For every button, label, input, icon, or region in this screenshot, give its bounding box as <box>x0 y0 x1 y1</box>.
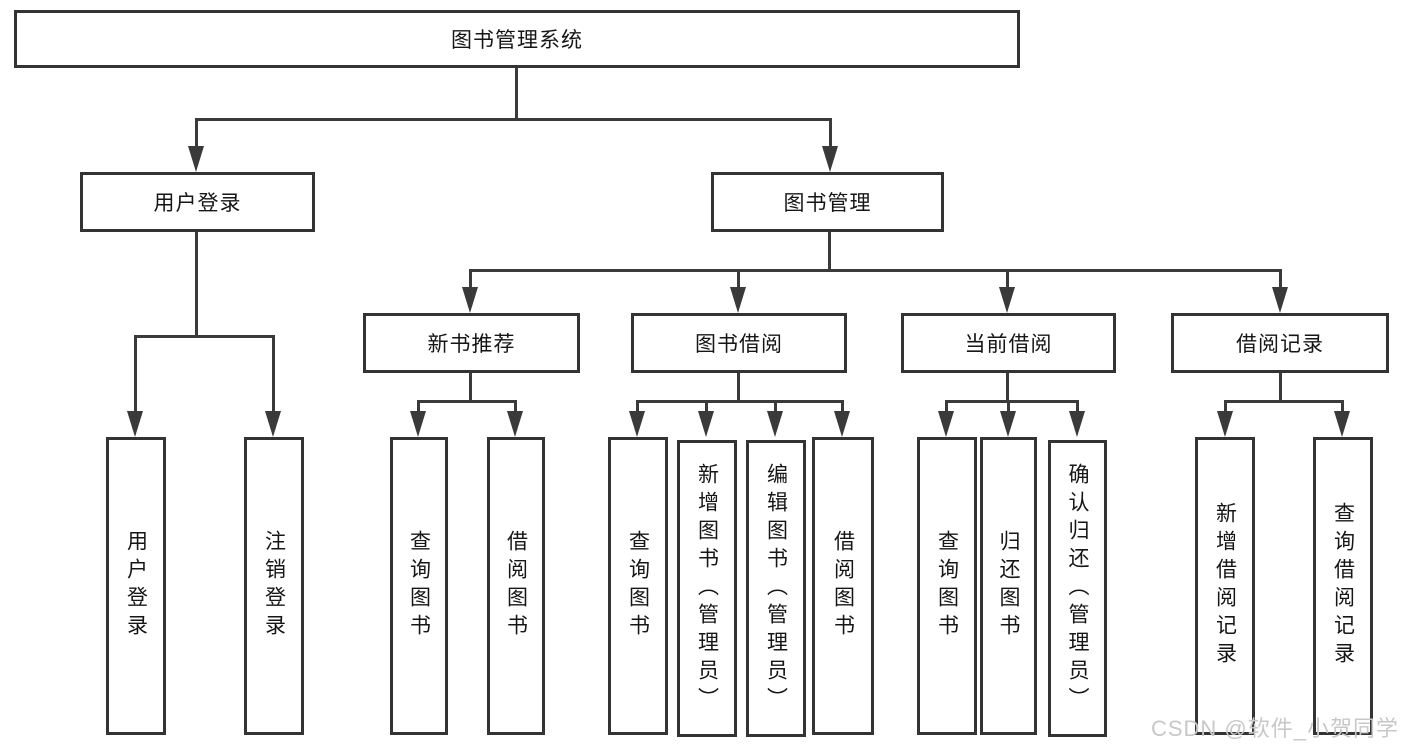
connector-borrowing-leg-3 <box>774 400 777 417</box>
connector-recommend-leg-2 <box>514 400 517 417</box>
leaf-add-borrow-record: 新增借阅记录 <box>1195 437 1255 735</box>
arrow-down-icon <box>127 411 143 437</box>
arrow-down-icon <box>938 411 954 437</box>
leaf-borrow-books-label: 借阅图书 <box>831 530 855 642</box>
node-book-borrowing-label: 图书借阅 <box>695 333 783 356</box>
leaf-query-books-borrowing: 查询图书 <box>608 437 668 735</box>
connector-book-mgmt-leg-2 <box>737 269 740 291</box>
arrow-down-icon <box>1334 411 1350 437</box>
node-library-system-label: 图书管理系统 <box>451 29 583 52</box>
arrow-down-icon <box>1000 411 1016 437</box>
leaf-query-borrow-record-label: 查询借阅记录 <box>1331 502 1355 670</box>
connector-book-mgmt-leg-4 <box>1279 269 1282 291</box>
node-user-login: 用户登录 <box>80 172 315 232</box>
connector-records-stem <box>1279 373 1282 403</box>
connector-records-leg-2 <box>1341 400 1344 417</box>
connector-user-login-leg-1 <box>134 335 137 417</box>
connector-recommend-stem <box>469 373 472 403</box>
node-borrow-records-label: 借阅记录 <box>1236 333 1324 356</box>
connector-root-stem <box>515 68 518 120</box>
connector-user-login-bar <box>134 335 275 338</box>
connector-borrowing-stem <box>737 373 740 403</box>
leaf-query-books-borrowing-label: 查询图书 <box>626 530 650 642</box>
connector-borrowing-leg-1 <box>636 400 639 417</box>
leaf-edit-book-admin: 编辑图书（管理员） <box>746 440 806 737</box>
leaf-query-books-recommend: 查询图书 <box>390 437 448 735</box>
node-book-management: 图书管理 <box>711 172 944 232</box>
leaf-add-book-admin: 新增图书（管理员） <box>677 440 737 737</box>
connector-recommend-bar <box>417 400 517 403</box>
node-new-book-recommend-label: 新书推荐 <box>427 333 516 356</box>
connector-records-leg-1 <box>1224 400 1227 417</box>
connector-borrowing-leg-4 <box>841 400 844 417</box>
connector-current-bar <box>945 400 1079 403</box>
arrow-down-icon <box>730 287 746 313</box>
leaf-query-books-current: 查询图书 <box>917 437 977 735</box>
connector-user-login-stem <box>195 232 198 338</box>
arrow-down-icon <box>507 411 523 437</box>
connector-current-leg-3 <box>1076 400 1079 417</box>
connector-records-bar <box>1224 400 1344 403</box>
node-book-borrowing: 图书借阅 <box>631 313 847 373</box>
node-book-management-label: 图书管理 <box>783 192 872 215</box>
arrow-down-icon <box>462 287 478 313</box>
leaf-user-login-label: 用户登录 <box>124 530 148 642</box>
node-new-book-recommend: 新书推荐 <box>363 313 580 373</box>
leaf-borrow-books: 借阅图书 <box>812 437 874 735</box>
arrow-down-icon <box>265 411 281 437</box>
arrow-down-icon <box>1069 411 1085 437</box>
node-borrow-records: 借阅记录 <box>1171 313 1389 373</box>
leaf-query-books-recommend-label: 查询图书 <box>407 530 431 642</box>
leaf-query-borrow-record: 查询借阅记录 <box>1313 437 1373 735</box>
arrow-down-icon <box>834 411 850 437</box>
node-user-login-label: 用户登录 <box>153 192 242 215</box>
connector-current-stem <box>1006 373 1009 403</box>
connector-recommend-leg-1 <box>417 400 420 417</box>
connector-book-mgmt-leg-1 <box>469 269 472 291</box>
connector-user-login-leg-2 <box>272 335 275 417</box>
arrow-down-icon <box>999 287 1015 313</box>
arrow-down-icon <box>188 146 204 172</box>
arrow-down-icon <box>629 411 645 437</box>
leaf-confirm-return-admin: 确认归还（管理员） <box>1048 440 1107 737</box>
leaf-logout-login-label: 注销登录 <box>262 530 286 642</box>
connector-root-leg-right <box>829 118 832 152</box>
csdn-watermark: CSDN @软件_小贺同学 <box>1150 716 1399 741</box>
arrow-down-icon <box>1217 411 1233 437</box>
leaf-add-borrow-record-label: 新增借阅记录 <box>1213 502 1237 670</box>
leaf-user-login: 用户登录 <box>106 437 166 735</box>
arrow-down-icon <box>1272 287 1288 313</box>
connector-current-leg-2 <box>1007 400 1010 417</box>
arrow-down-icon <box>822 146 838 172</box>
arrow-down-icon <box>410 411 426 437</box>
leaf-confirm-return-admin-label: 确认归还（管理员） <box>1066 462 1089 715</box>
node-library-system: 图书管理系统 <box>14 10 1020 68</box>
node-current-borrowing-label: 当前借阅 <box>964 333 1053 356</box>
leaf-logout-login: 注销登录 <box>244 437 304 735</box>
leaf-query-books-current-label: 查询图书 <box>935 530 959 642</box>
connector-book-mgmt-bar <box>469 269 1281 272</box>
connector-borrowing-bar <box>636 400 844 403</box>
leaf-add-book-admin-label: 新增图书（管理员） <box>695 462 719 715</box>
leaf-return-book-label: 归还图书 <box>997 530 1020 642</box>
leaf-edit-book-admin-label: 编辑图书（管理员） <box>764 462 788 715</box>
connector-book-mgmt-stem <box>828 232 831 272</box>
leaf-borrow-books-recommend-label: 借阅图书 <box>504 530 528 642</box>
node-current-borrowing: 当前借阅 <box>901 313 1116 373</box>
connector-borrowing-leg-2 <box>705 400 708 417</box>
connector-root-bar <box>196 118 832 121</box>
leaf-borrow-books-recommend: 借阅图书 <box>487 437 545 735</box>
connector-book-mgmt-leg-3 <box>1006 269 1009 291</box>
arrow-down-icon <box>767 411 783 437</box>
leaf-return-book: 归还图书 <box>980 437 1037 735</box>
arrow-down-icon <box>698 411 714 437</box>
connector-root-leg-left <box>195 118 198 152</box>
connector-current-leg-1 <box>945 400 948 417</box>
